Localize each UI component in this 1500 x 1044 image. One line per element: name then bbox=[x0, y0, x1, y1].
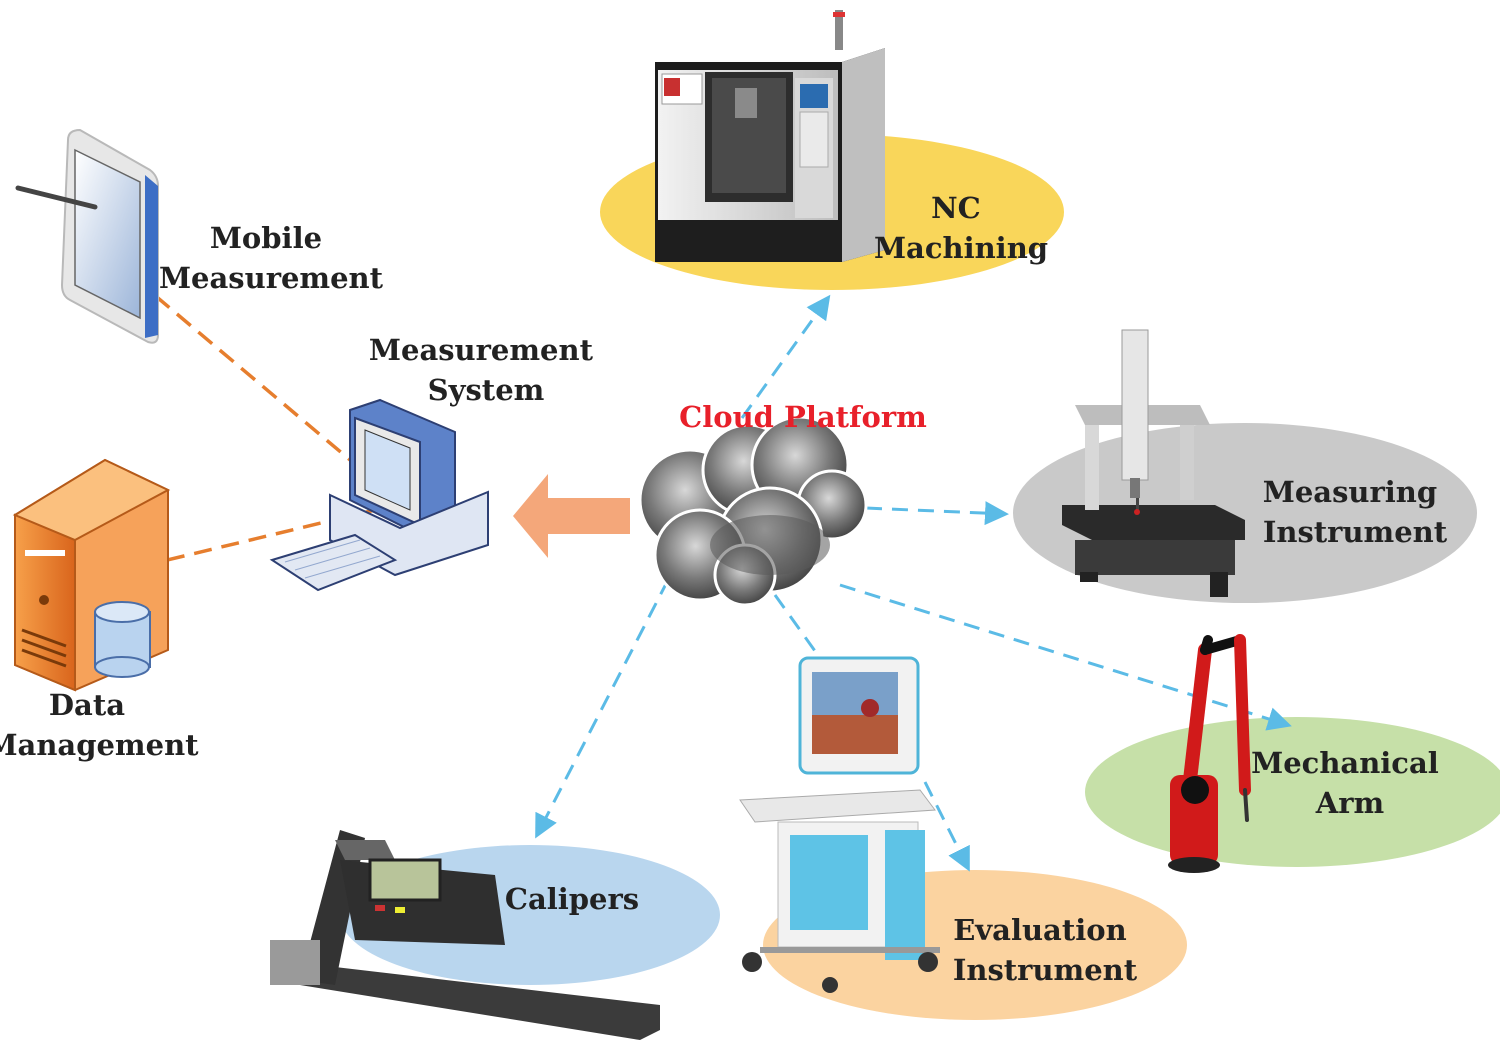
eval-label: Evaluation Instrument bbox=[953, 913, 1138, 987]
arrow-cloud-to-measuring bbox=[865, 501, 1009, 526]
measuring-label: Measuring Instrument bbox=[1263, 475, 1448, 549]
tablet-icon bbox=[15, 128, 159, 344]
arrow-cloud-to-eval-b bbox=[923, 781, 970, 872]
data-label: Data Management bbox=[0, 688, 199, 762]
server-icon bbox=[12, 458, 171, 692]
robotic-arm-icon bbox=[1168, 634, 1251, 873]
arrow-system-to-mobile bbox=[117, 263, 364, 472]
arm-label: Mechanical Arm bbox=[1251, 746, 1449, 820]
cnc-machine-icon bbox=[655, 10, 885, 262]
arm-ellipse bbox=[1085, 717, 1500, 867]
nc-label-line1: NC bbox=[931, 191, 981, 225]
computer-icon bbox=[269, 398, 489, 592]
data-label-line2: Management bbox=[0, 728, 199, 762]
mobile-label: Mobile Measurement bbox=[159, 221, 384, 295]
kiosk-icon bbox=[739, 656, 940, 993]
arrow-cloud-to-arm bbox=[839, 583, 1292, 731]
system-label-line2: System bbox=[428, 373, 545, 407]
system-label-line1: Measurement bbox=[369, 333, 594, 367]
eval-label-line2: Instrument bbox=[953, 953, 1138, 987]
big-arrow-cloud-to-system bbox=[513, 474, 630, 558]
mobile-label-line2: Measurement bbox=[159, 261, 384, 295]
mobile-label-line1: Mobile bbox=[210, 221, 322, 255]
system-label: Measurement System bbox=[369, 333, 603, 407]
arm-label-line2: Arm bbox=[1315, 786, 1385, 820]
nc-label-line2: Machining bbox=[874, 231, 1048, 265]
caliper-icon bbox=[270, 830, 660, 1040]
nc-label: NC Machining bbox=[874, 191, 1048, 265]
cmm-machine-icon bbox=[1062, 329, 1245, 597]
cloud-platform-label: Cloud Platform bbox=[679, 400, 927, 434]
data-label-line1: Data bbox=[49, 688, 125, 722]
calipers-label: Calipers bbox=[505, 882, 639, 916]
arrow-cloud-to-calipers bbox=[535, 579, 670, 839]
measuring-label-line2: Instrument bbox=[1263, 515, 1448, 549]
eval-label-line1: Evaluation bbox=[953, 913, 1126, 947]
cloud-icon bbox=[638, 415, 868, 607]
arm-label-line1: Mechanical bbox=[1251, 746, 1439, 780]
measuring-label-line1: Measuring bbox=[1263, 475, 1437, 509]
